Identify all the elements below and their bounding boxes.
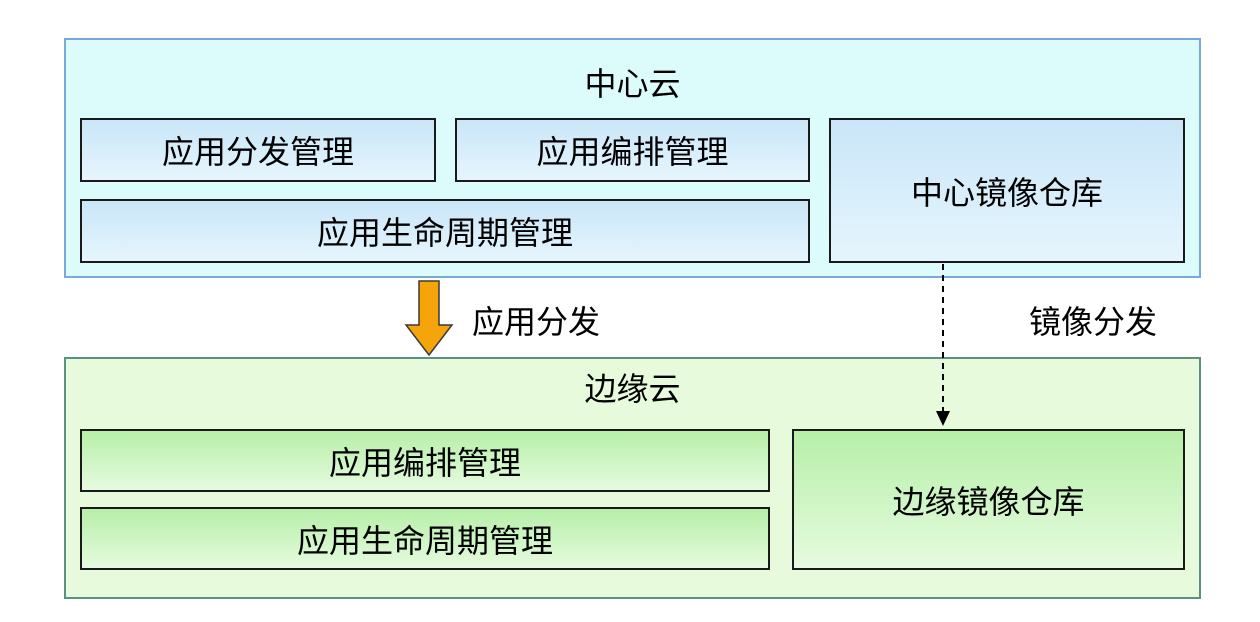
- edge-image-repo-label: 边缘镜像仓库: [892, 482, 1085, 521]
- central-cloud-title: 中心云: [584, 65, 681, 103]
- image-distribution-label: 镜像分发: [1029, 303, 1158, 341]
- app-distribution-arrow: [404, 280, 454, 357]
- app-distribution-mgmt-label: 应用分发管理: [161, 133, 354, 171]
- central-image-repo-label: 中心镜像仓库: [910, 173, 1103, 212]
- edge-app-orchestration-mgmt-label: 应用编排管理: [328, 443, 521, 482]
- app-distribution-mgmt-box: 应用分发管理: [80, 118, 436, 182]
- central-image-repo-box: 中心镜像仓库: [829, 118, 1185, 263]
- edge-app-lifecycle-mgmt-box: 应用生命周期管理: [80, 507, 770, 570]
- edge-cloud-title: 边缘云: [584, 370, 681, 408]
- edge-image-repo-box: 边缘镜像仓库: [792, 429, 1185, 570]
- center-app-lifecycle-mgmt-label: 应用生命周期管理: [316, 214, 573, 252]
- center-app-orchestration-mgmt-box: 应用编排管理: [455, 118, 810, 182]
- center-app-orchestration-mgmt-label: 应用编排管理: [536, 133, 729, 171]
- edge-app-orchestration-mgmt-box: 应用编排管理: [80, 429, 770, 492]
- center-app-lifecycle-mgmt-box: 应用生命周期管理: [80, 199, 810, 263]
- edge-app-lifecycle-mgmt-label: 应用生命周期管理: [296, 521, 553, 560]
- app-distribution-label: 应用分发: [472, 303, 601, 341]
